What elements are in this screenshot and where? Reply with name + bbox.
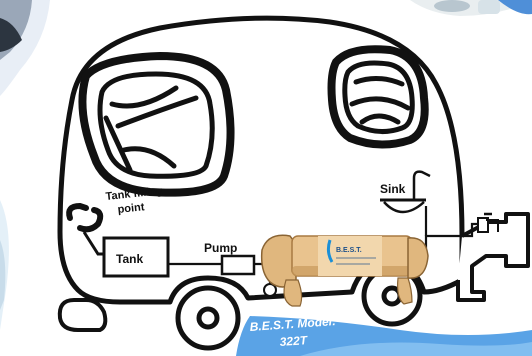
pump-label: Pump — [204, 241, 237, 255]
tank: Tank — [104, 238, 168, 276]
device-brand-label: B.E.S.T. — [336, 247, 362, 254]
hitch-drawbar — [458, 214, 528, 300]
tank-label: Tank — [116, 252, 143, 266]
model-label-line2: 322T — [279, 333, 309, 349]
right-window — [332, 49, 425, 144]
rear-wheel — [178, 288, 238, 348]
uv-steriliser-unit: B.E.S.T. — [262, 235, 428, 306]
background-photo-left — [0, 0, 50, 330]
drain-valve — [264, 284, 276, 296]
product-photo-top-right — [410, 0, 532, 16]
sink-label: Sink — [380, 182, 406, 196]
rear-bumper — [60, 300, 106, 330]
left-window — [82, 56, 230, 193]
